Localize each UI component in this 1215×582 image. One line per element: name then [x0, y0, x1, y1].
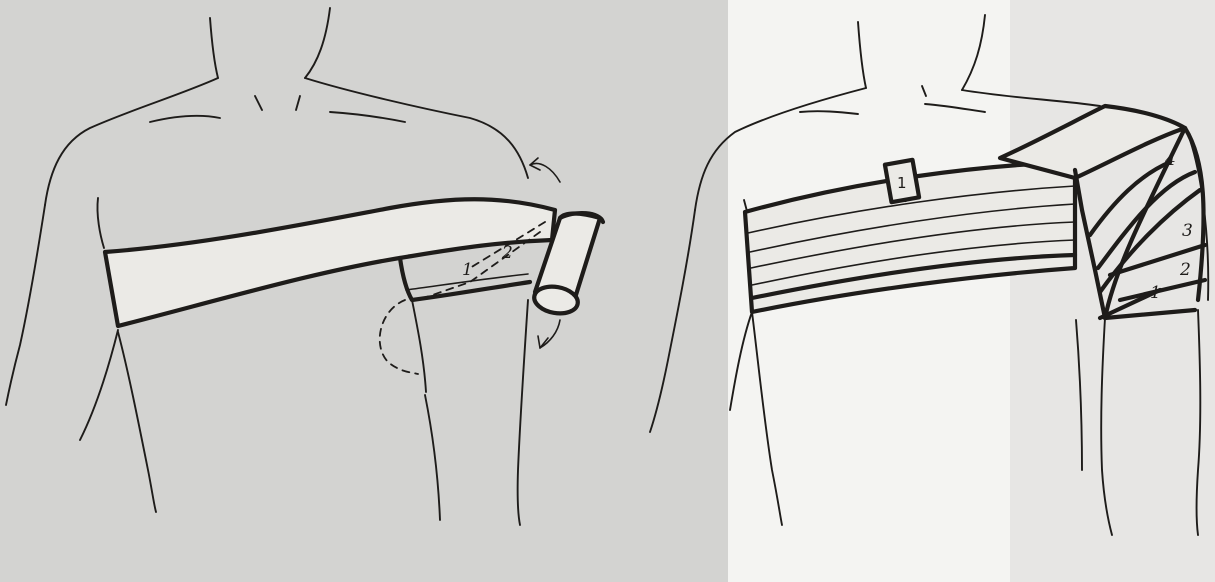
left-label-2: 2	[501, 243, 513, 263]
right-strap-label: 1	[897, 174, 907, 192]
right-label-2: 2	[1179, 260, 1191, 280]
right-label-4: 4	[1164, 150, 1176, 170]
left-label-1: 1	[462, 260, 473, 280]
right-label-1: 1	[1150, 283, 1161, 303]
left-panel-background	[0, 0, 728, 582]
right-label-3: 3	[1182, 221, 1193, 241]
